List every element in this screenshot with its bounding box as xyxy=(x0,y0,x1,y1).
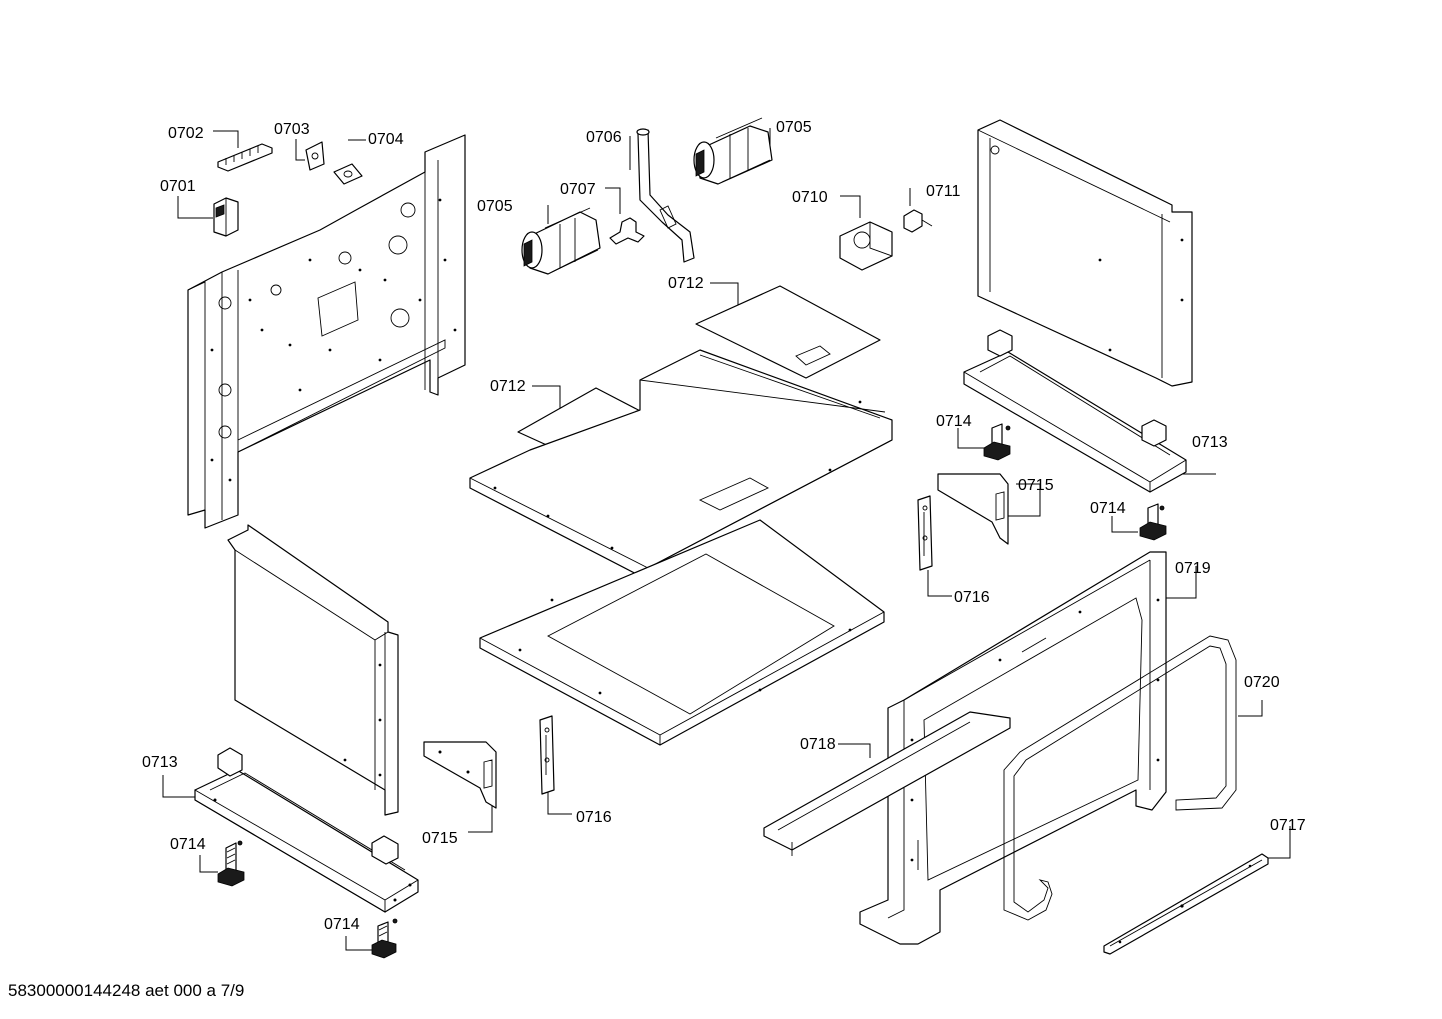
part-0714-foot-b xyxy=(345,921,397,959)
part-0715-right-bracket xyxy=(937,473,1041,545)
part-0719-frame xyxy=(859,551,1197,945)
part-0703-bracket xyxy=(295,139,325,171)
part-0715-left-bracket xyxy=(423,741,497,833)
top-frame xyxy=(469,349,893,581)
label-0714-right-lower: 0714 xyxy=(1090,500,1126,517)
label-0717: 0717 xyxy=(1270,817,1306,834)
part-0707-clip xyxy=(605,187,645,245)
part-0702-terminal-block xyxy=(213,130,273,172)
label-0716-right: 0716 xyxy=(954,589,990,606)
label-0714-right-upper: 0714 xyxy=(936,413,972,430)
part-0713-left-rail xyxy=(162,747,419,913)
label-0712-upper: 0712 xyxy=(668,275,704,292)
part-0712-upper-panel xyxy=(695,282,881,379)
part-0706-pipe xyxy=(629,128,695,263)
label-0703: 0703 xyxy=(274,121,310,138)
label-0714-left-lower: 0714 xyxy=(324,916,360,933)
label-0713-right: 0713 xyxy=(1192,434,1228,451)
part-0704-plate xyxy=(333,139,366,185)
part-0714-foot-a xyxy=(199,842,245,887)
part-0713-right-rail xyxy=(963,329,1216,493)
label-0715-left: 0715 xyxy=(422,830,458,847)
label-0710: 0710 xyxy=(792,189,828,206)
part-0711-sensor xyxy=(903,188,933,233)
document-id-footer: 58300000144248 aet 000 a 7/9 xyxy=(8,981,245,1000)
part-0716-right-hinge xyxy=(917,495,952,597)
part-0710-thermostat xyxy=(839,195,893,271)
label-0705-right: 0705 xyxy=(776,119,812,136)
label-0712-lower: 0712 xyxy=(490,378,526,395)
part-0714-foot-d xyxy=(1111,503,1167,541)
label-0713-left: 0713 xyxy=(142,754,178,771)
left-back-panel xyxy=(187,134,466,529)
part-0720-gasket xyxy=(1003,635,1263,921)
label-0704: 0704 xyxy=(368,131,404,148)
part-0714-foot-c xyxy=(957,423,1011,461)
label-0705-left: 0705 xyxy=(477,198,513,215)
part-0716-left-hinge xyxy=(539,715,572,815)
label-0716-left: 0716 xyxy=(576,809,612,826)
part-0701-switch xyxy=(177,196,239,237)
bottom-frame xyxy=(479,519,885,746)
label-0719: 0719 xyxy=(1175,560,1211,577)
part-0718-rail xyxy=(763,711,1011,856)
label-0711: 0711 xyxy=(926,183,961,200)
label-0702: 0702 xyxy=(168,125,204,142)
right-side-panel xyxy=(977,119,1193,387)
label-0720: 0720 xyxy=(1244,674,1280,691)
left-side-panel xyxy=(227,524,399,816)
part-0705-motor-left xyxy=(521,205,601,275)
part-0705-motor-right xyxy=(693,117,773,185)
label-0707: 0707 xyxy=(560,181,596,198)
label-0714-left-upper: 0714 xyxy=(170,836,206,853)
part-labels: 0701 0702 0703 0704 0705 0705 0706 0707 … xyxy=(142,119,1306,933)
label-0715-right: 0715 xyxy=(1018,477,1054,494)
part-0717-strip xyxy=(1103,826,1291,955)
label-0718: 0718 xyxy=(800,736,836,753)
label-0706: 0706 xyxy=(586,129,622,146)
label-0701: 0701 xyxy=(160,178,196,195)
